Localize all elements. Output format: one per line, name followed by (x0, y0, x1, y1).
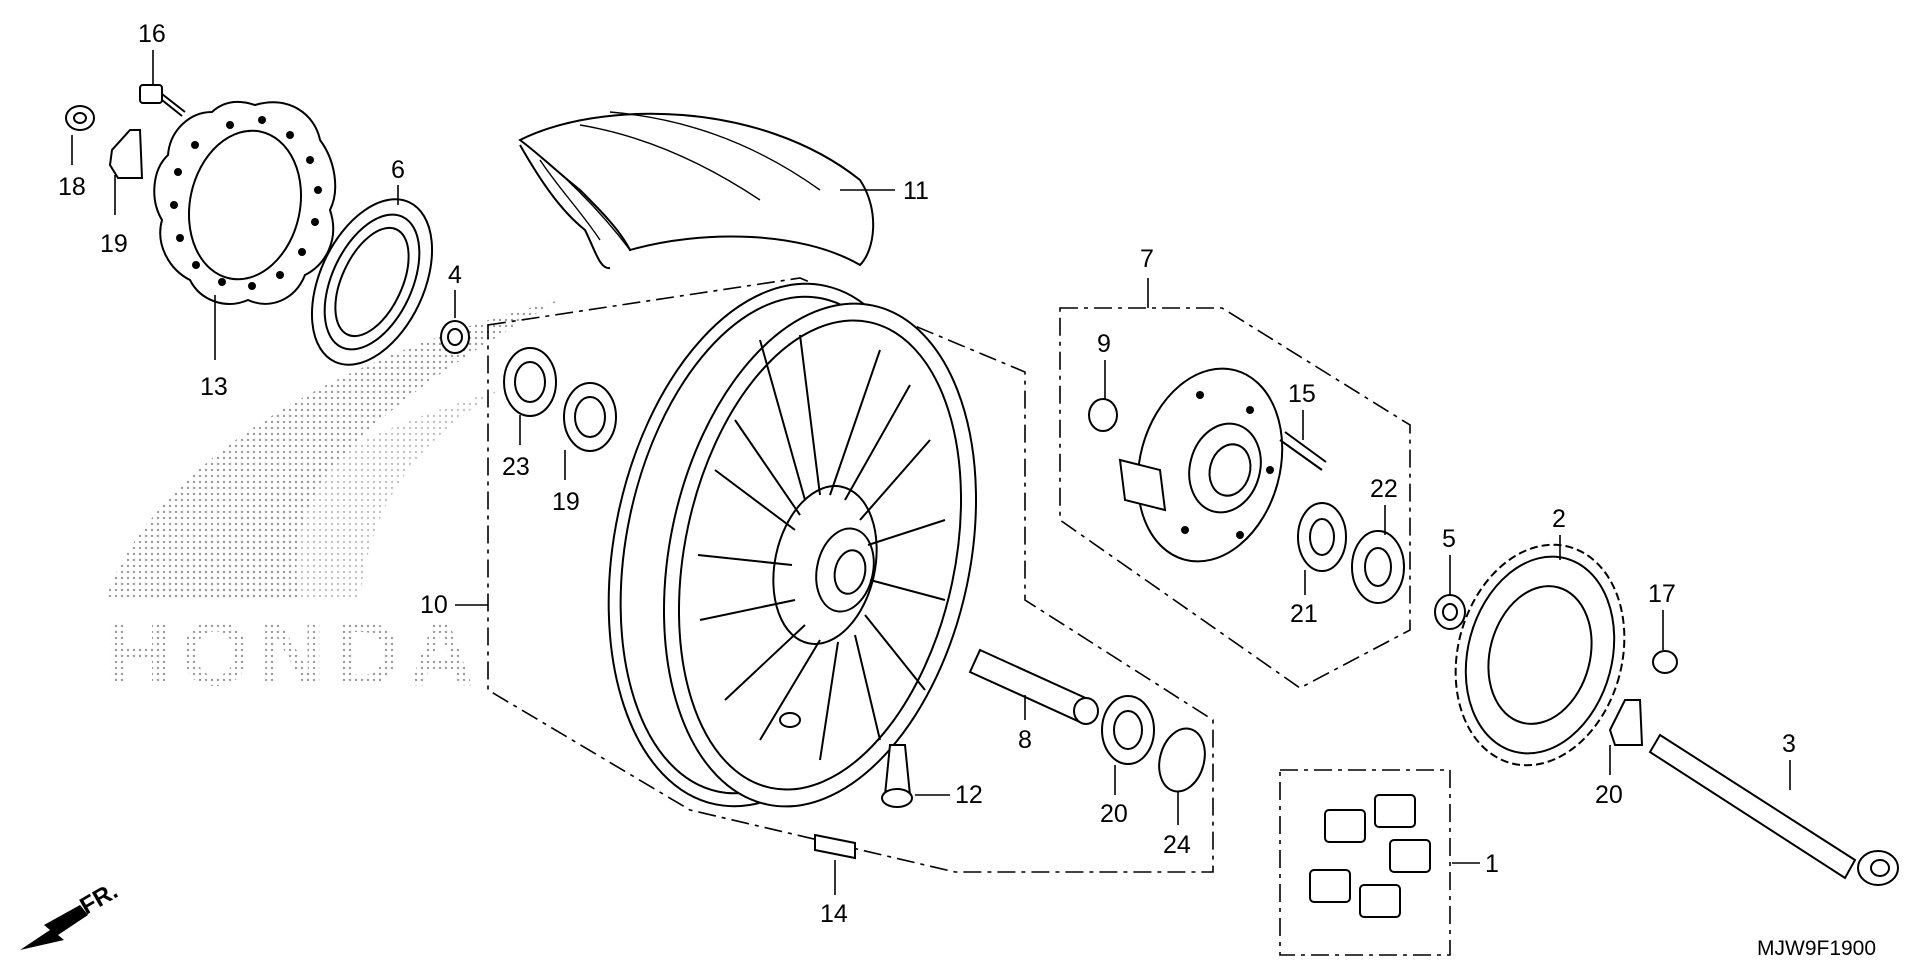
wheel-assembly-outline (487, 277, 1214, 873)
diagram-code: MJW9F1900 (1757, 937, 1876, 960)
callout-2: 2 (1552, 505, 1566, 533)
callout-16: 16 (138, 20, 166, 48)
callout-11: 11 (903, 177, 929, 205)
honda-watermark: HONDA (105, 603, 482, 705)
callout-labels: 16 18 19 13 6 4 23 19 11 10 7 9 15 22 21… (58, 20, 1796, 928)
rear-axle (1648, 733, 1899, 886)
lock-washer-left (108, 129, 144, 179)
collar-left (440, 320, 470, 354)
callout-12: 12 (955, 781, 983, 809)
callout-4: 4 (448, 261, 462, 289)
sprocket-nut (1652, 650, 1678, 674)
callout-20-lower: 20 (1100, 800, 1128, 828)
callout-1: 1 (1485, 850, 1499, 878)
callout-15: 15 (1288, 380, 1316, 408)
hub-assembly-outline (1059, 307, 1411, 689)
axle-sleeve (968, 648, 1099, 725)
callout-23: 23 (502, 453, 530, 481)
callout-20-upper: 19 (552, 488, 580, 516)
dust-seal (310, 198, 434, 366)
tire-valve (881, 744, 913, 808)
callout-24: 24 (1163, 831, 1191, 859)
wheel (607, 282, 978, 808)
callout-7: 7 (1140, 245, 1154, 273)
final-driven-flange (1118, 367, 1284, 563)
o-ring (1158, 727, 1206, 793)
callout-17: 17 (1648, 580, 1676, 608)
damper-box-outline (1279, 769, 1451, 956)
callout-14: 14 (820, 900, 848, 928)
callout-5: 5 (1442, 525, 1456, 553)
damper-rubbers (1309, 794, 1431, 918)
callout-3: 3 (1782, 730, 1796, 758)
callout-6: 6 (391, 156, 405, 184)
callout-8: 8 (1018, 726, 1032, 754)
brake-disc (153, 100, 337, 305)
callout-18: 18 (58, 173, 86, 201)
disc-bolt (139, 84, 186, 117)
balance-weight (814, 833, 856, 860)
callout-22: 22 (1370, 475, 1398, 503)
front-direction-arrow: FR. (20, 877, 122, 950)
tire (518, 111, 875, 270)
bearing-21 (1297, 502, 1347, 572)
bearing-20-upper (563, 382, 617, 452)
callout-19-left: 19 (100, 230, 128, 258)
leader-lines (71, 50, 1791, 895)
lock-washer-right (1608, 699, 1644, 746)
callout-9: 9 (1097, 330, 1111, 358)
hub-collar (1088, 398, 1118, 432)
bearing-20-lower (1101, 695, 1155, 765)
disc-nut (65, 105, 95, 131)
callout-21: 21 (1290, 600, 1318, 628)
collar-right (1434, 594, 1466, 630)
callout-19-right: 20 (1595, 781, 1623, 809)
callout-13: 13 (200, 373, 228, 401)
bearing-23 (503, 347, 557, 417)
sprocket (1454, 543, 1626, 767)
bearing-22 (1351, 530, 1405, 604)
stud-bolt (1279, 431, 1327, 471)
callout-10: 10 (420, 591, 448, 619)
honda-wing-logo: HONDA (105, 300, 560, 705)
